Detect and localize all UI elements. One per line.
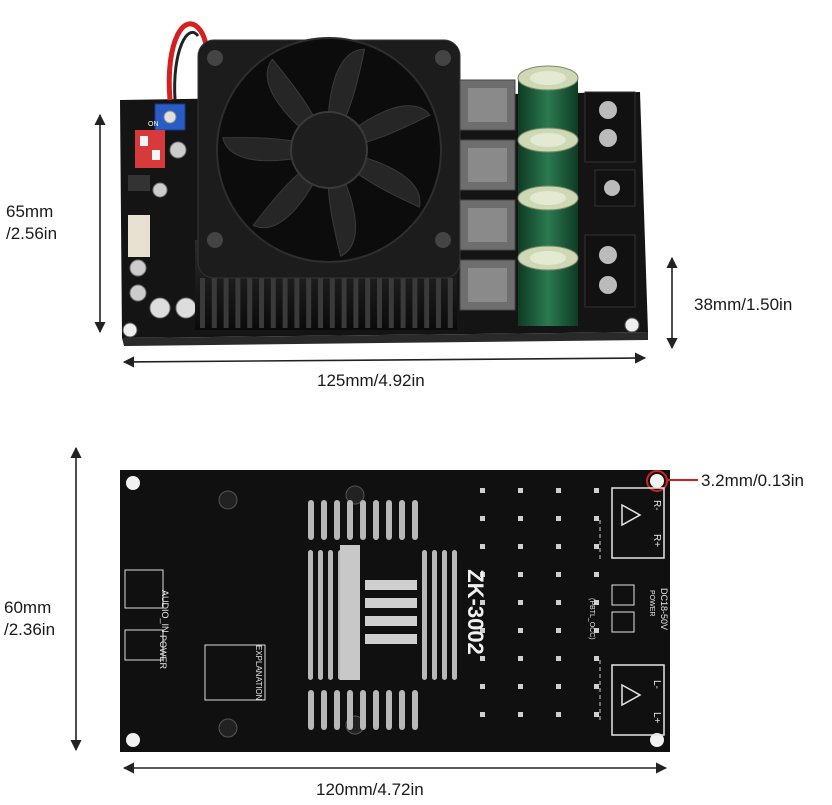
top-height-mm: 65mm xyxy=(6,202,54,221)
right-minus-label: R- xyxy=(651,500,662,511)
bottom-height-label: 60mm /2.36in xyxy=(4,597,55,641)
pbtl-label: (PBTL_OCC) xyxy=(588,598,595,640)
model-label: ZK-3002 xyxy=(463,569,488,655)
power-label: POWER xyxy=(158,635,168,670)
vent-slots xyxy=(308,500,457,730)
bottom-height-mm: 60mm xyxy=(4,598,52,617)
switch-on-label: ON xyxy=(148,121,159,128)
explanation-label: EXPLANATION xyxy=(254,645,263,701)
supply-label: DC18-50V xyxy=(659,588,669,630)
left-plus-label: L+ xyxy=(651,712,662,724)
top-height-in: /2.56in xyxy=(6,224,58,243)
capacitors xyxy=(517,65,579,326)
speaker-terminals xyxy=(584,91,636,308)
dip-switch xyxy=(135,130,165,168)
hole-marker xyxy=(646,470,668,492)
board-bottom-view: ZK-3002 AUDIO_IN POWER EXPLANATION DC18-… xyxy=(120,121,698,752)
top-width-label: 125mm/4.92in xyxy=(317,371,425,390)
hole-diameter-label: 3.2mm/0.13in xyxy=(701,471,804,490)
inductors xyxy=(459,79,516,311)
chip-pad xyxy=(340,545,360,680)
bottom-height-in: /2.36in xyxy=(4,620,56,639)
input-connector xyxy=(128,215,150,257)
bottom-width-label: 120mm/4.72in xyxy=(316,780,424,799)
top-height-label: 65mm /2.56in xyxy=(6,201,57,245)
fan-hub xyxy=(290,111,368,189)
board-top-view xyxy=(120,21,648,346)
mounting-hole xyxy=(624,317,640,333)
right-plus-label: R+ xyxy=(651,534,662,547)
pcb-bottom xyxy=(120,470,670,752)
component-height-label: 38mm/1.50in xyxy=(694,295,793,314)
audio-in-label: AUDIO_IN xyxy=(160,590,170,633)
power-small-label: POWER xyxy=(648,590,655,616)
mounting-hole xyxy=(122,322,138,338)
left-minus-label: L- xyxy=(651,680,662,689)
width-arrow-top xyxy=(122,352,647,368)
